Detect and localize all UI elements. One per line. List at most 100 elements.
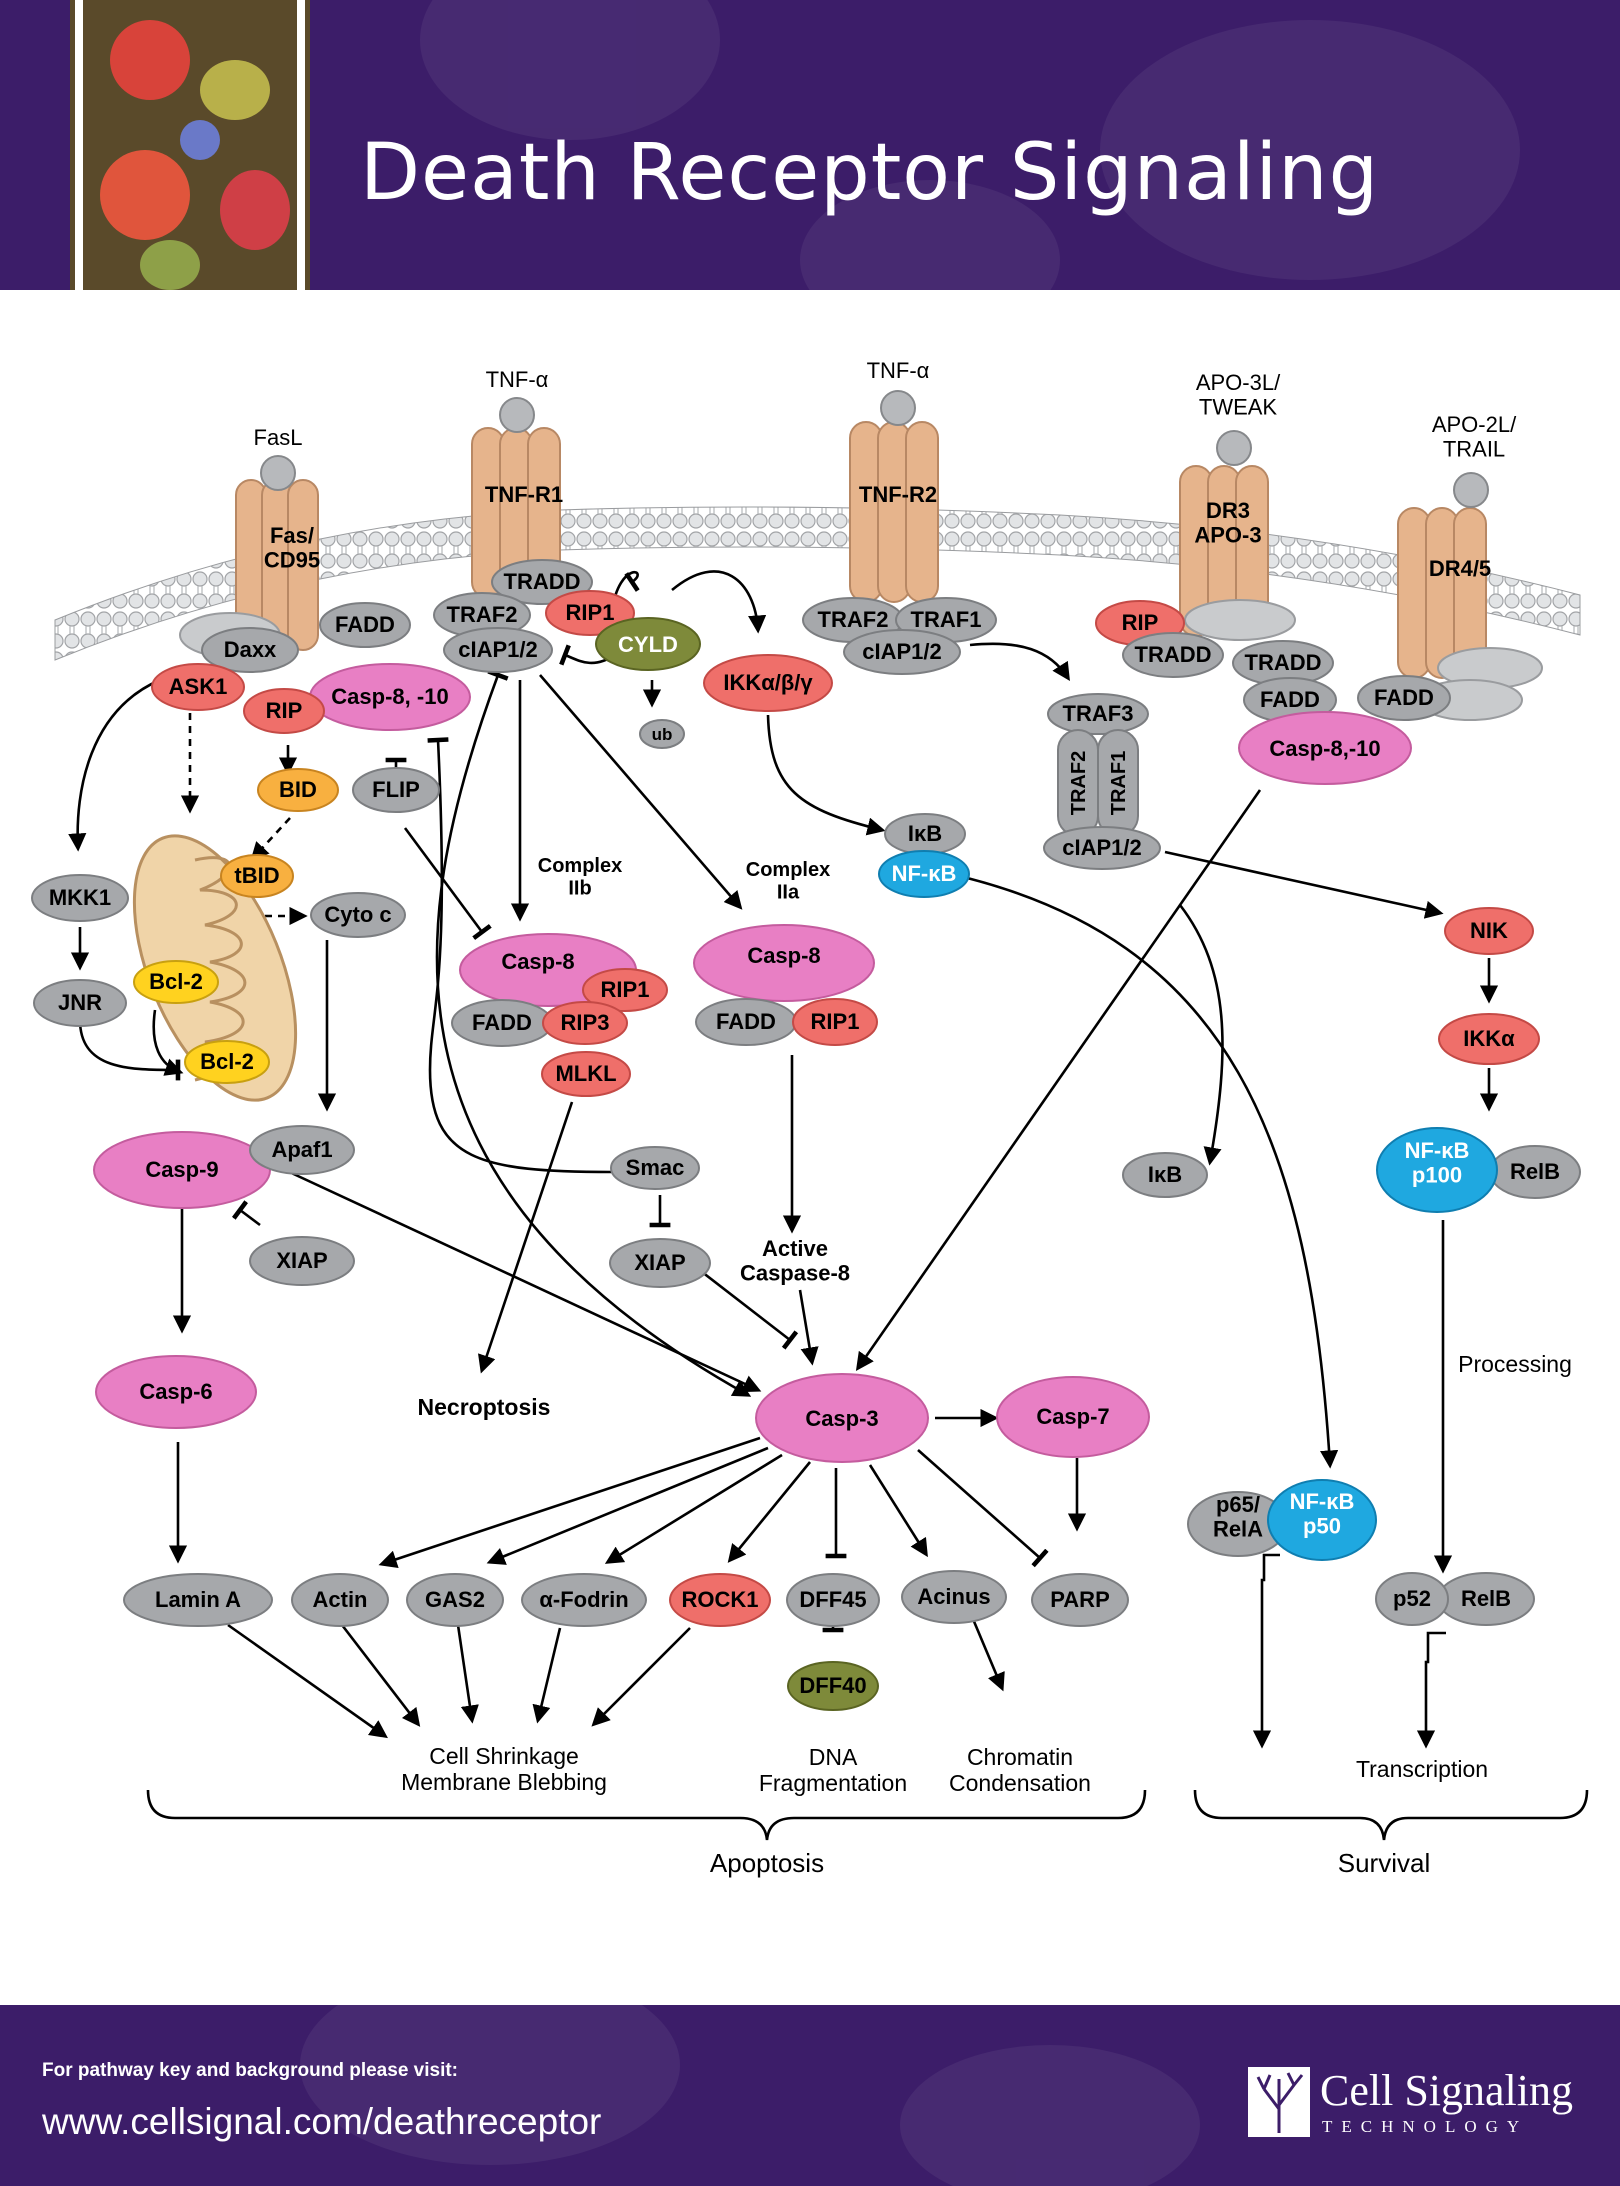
edge-xiap-casp9 [231,1200,261,1227]
bid-label: BID [279,777,317,802]
gas2-label: GAS2 [425,1587,485,1612]
svg-text:Fas/CD95: Fas/CD95 [264,523,320,573]
ub-label: ub [652,725,673,744]
fadd-label: FADD [1260,687,1320,712]
traf1-label: TRAF1 [911,607,982,632]
fadd-label: FADD [472,1010,532,1035]
apo2l-label: APO-2L/TRAIL [1432,412,1517,462]
tradd-node [1122,632,1224,678]
footer-url-link[interactable]: www.cellsignal.com/deathreceptor [42,2101,602,2142]
survival-label: Survival [1338,1848,1430,1878]
ikka-label: IKKα [1463,1026,1515,1051]
edge-jnr-bcl2 [78,1019,181,1081]
fas-label: Fas/CD95 [264,523,320,573]
relb-label: RelB [1461,1586,1511,1611]
edge-active-casp3 [798,1289,819,1366]
jnr-label: JNR [58,990,102,1015]
tree-logo-icon [1248,2067,1310,2137]
edge-casp3-parp [917,1449,1049,1568]
p52-node [1375,1572,1449,1626]
ask1-node [151,663,245,711]
ikk-label: IKKα/β/γ [723,670,813,695]
ciap-label: cIAP1/2 [862,639,942,664]
gas2-node [406,1573,504,1627]
fodrin-node [521,1573,647,1627]
bcl2-node [133,960,219,1004]
dff40-node [787,1661,879,1711]
edge-casp3-actin [378,1436,761,1569]
casp8-label: Casp-8 [747,943,820,968]
brace-survival [1193,1789,1589,1841]
nfkb-p50-node [1267,1479,1377,1561]
tnfa-label: TNF-α [486,367,549,392]
bcl2-label: Bcl-2 [200,1049,254,1074]
dff45-label: DFF45 [799,1587,866,1612]
header-texture [1100,20,1520,280]
nfkb-node [878,850,970,898]
traf1-label: TRAF1 [1108,751,1130,815]
xiap-label: XIAP [276,1248,327,1273]
mlkl-node [541,1051,631,1097]
casp8-label: Casp-8 [501,949,574,974]
flip-label: FLIP [372,777,420,802]
tbid-label: tBID [234,863,279,888]
casp810-label: Casp-8,-10 [1269,736,1380,761]
traf2-label: TRAF2 [447,602,518,627]
edge-bcl2-bcl2 [152,1009,184,1076]
fasl-ligand [260,455,296,491]
apo3l-label: APO-3L/TWEAK [1196,370,1281,420]
rip1-label: RIP1 [601,977,650,1002]
edge-traf3-nik [1164,850,1444,919]
rip1-node [582,968,668,1012]
casp7-label: Casp-7 [1036,1404,1109,1429]
mkk1-label: MKK1 [49,885,111,910]
edge-casp3-gas2 [486,1446,769,1565]
page-title: Death Receptor Signaling [360,128,1380,218]
footer-texture [900,2045,1200,2186]
dff45-node [786,1573,880,1627]
edge-gas2-shrink [456,1624,479,1724]
ikb-label: IκB [1148,1162,1182,1187]
footer-banner: For pathway key and background please vi… [0,2005,1620,2186]
ciap-node [843,629,961,675]
edge-smac-casp8 [427,737,613,1174]
nfkb-label: NF-κB [892,861,957,886]
mkk1-node [31,874,129,922]
edge-tnfr1-ikk [671,570,767,634]
footer-texture [300,2005,680,2165]
rip3-node [542,1001,628,1045]
edge-dr-casp3 [855,789,1262,1371]
lamina-node [123,1573,273,1627]
tnfr2-label: TNF-R2 [859,482,937,507]
cyld-label: CYLD [618,632,678,657]
tradd-label: TRADD [1245,650,1322,675]
rip-node [243,688,325,734]
xiap-node [249,1236,355,1286]
cytoc-label: Cyto c [324,902,391,927]
edge-ciap-casp3 [435,669,752,1397]
edge-nfkb-ikb2 [1178,904,1224,1166]
parp-node [1031,1573,1129,1627]
nik-node [1444,907,1534,955]
fadd-label: FADD [335,612,395,637]
edge-ikk-ikb [766,714,886,836]
tradd-label: TRADD [504,569,581,594]
cytoc-node [310,892,406,938]
casp7-node [996,1376,1150,1458]
brace-apoptosis [146,1789,1147,1841]
header-molecule-image [70,0,310,290]
edge-lamina-shrink [227,1623,388,1739]
apo2l-ligand [1453,472,1489,508]
bcl2-label: Bcl-2 [149,969,203,994]
parp-label: PARP [1050,1587,1110,1612]
